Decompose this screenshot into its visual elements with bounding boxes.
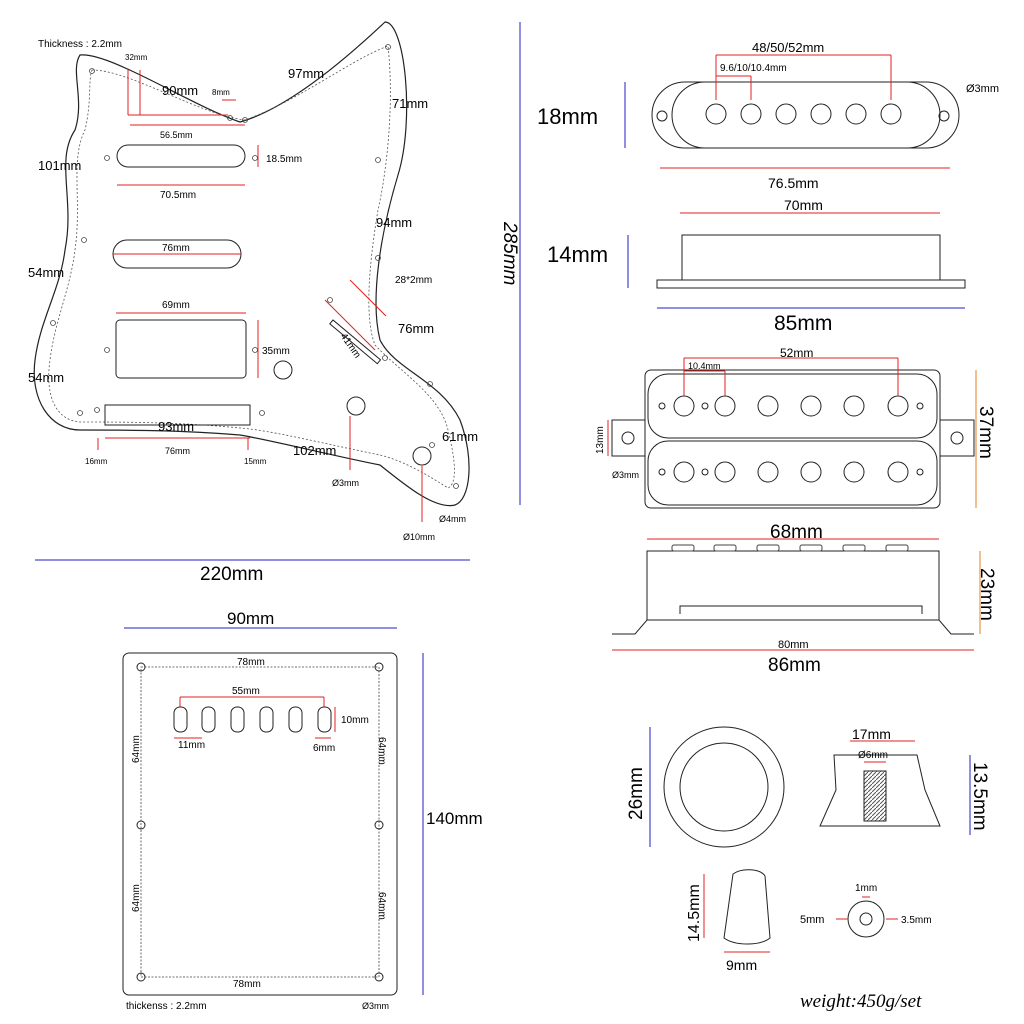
single-coil-cover [671,81,941,149]
pickguard-d90: 90mm [162,83,198,98]
pickguard-dotted-edge [48,45,455,489]
pickguard-d76b: 76mm [398,321,434,336]
humbucker-cutout [115,319,247,379]
back-plate: 90mm 78mm 55mm 10mm 11mm 6mm 64mm 64mm 6… [122,609,483,1012]
pickguard-d8: 8mm [212,88,230,97]
jack-inner [859,912,873,926]
back-plate-slot-h: 10mm [341,715,369,726]
back-plate-thickness: thickenss : 2.2mm [126,1001,207,1012]
pickguard-d15: 15mm [244,457,267,466]
pickguard-d16: 16mm [85,457,108,466]
single-coil-base [651,81,960,149]
pickguard-d76a: 76mm [162,243,190,254]
single-coil-height: 18mm [537,104,598,129]
ring-dia: 26mm [626,767,647,820]
knob-parts: 26mm 17mm Ø6mm 13.5mm 14.5mm 9mm 1mm 5mm… [626,726,990,973]
knob-shaft [863,770,887,822]
humbucker-top: 52mm 10.4mm 13mm Ø3mm 37mm [595,346,996,509]
back-plate-slot-gap: 6mm [313,743,335,754]
neck-pickup-cutout [116,144,246,168]
bridge-cutout [104,404,251,426]
knob-hole-3 [412,446,432,466]
pickguard-d94: 94mm [376,215,412,230]
pickguard-d10: Ø10mm [403,532,435,542]
knob-height: 13.5mm [969,762,990,831]
back-plate-side-r2: 64mm [376,892,387,920]
single-coil-length: 76.5mm [768,175,819,191]
knob-profile [819,754,941,827]
back-plate-hole: Ø3mm [362,1001,389,1011]
switch-tip [723,869,771,945]
back-plate-slots: 55mm [232,686,260,697]
pickguard-d70-5: 70.5mm [160,190,196,201]
single-coil-pole-spacing: 9.6/10/10.4mm [720,63,787,74]
pickguard-height: 285mm [499,221,520,285]
humbucker-tab: 13mm [595,426,606,454]
single-coil-side: 70mm 14mm 85mm [547,197,966,335]
pickguard-d4: Ø4mm [439,514,466,524]
pickguard-d101: 101mm [38,158,81,173]
pickguard-d32: 32mm [125,53,148,62]
jack-5mm: 5mm [800,914,824,926]
humbucker-spacing: 52mm [780,346,813,360]
jack-3-5mm: 3.5mm [901,915,932,926]
back-plate-width: 90mm [227,609,274,628]
humbucker-height: 37mm [975,406,996,459]
pickguard-d28x2: 28*2mm [395,275,432,286]
humbucker-hole: Ø3mm [612,470,639,480]
pickguard-d69: 69mm [162,300,190,311]
pickguard-d54a: 54mm [28,265,64,280]
humbucker-top-len: 68mm [770,522,823,543]
single-coil-spacing: 48/50/52mm [752,40,824,55]
pickguard-thickness: Thickness : 2.2mm [38,39,122,50]
knob-hole-2 [346,396,366,416]
humbucker-side-height: 23mm [976,568,997,621]
pickguard-d61: 61mm [442,429,478,444]
knob-top: 17mm [852,726,891,742]
ring-outer [663,726,785,848]
pickguard-d54b: 54mm [28,370,64,385]
pickguard-d18-5: 18.5mm [266,154,302,165]
humbucker-side: 68mm 23mm 80mm 86mm [612,522,997,676]
pickguard-d102: 102mm [293,443,336,458]
back-plate-inner-top: 78mm [237,657,265,668]
weight-label: weight:450g/set [800,991,922,1012]
pickguard-d35: 35mm [262,346,290,357]
back-plate-side-l1: 64mm [131,735,142,763]
back-plate-side-l2: 64mm [131,884,142,912]
humbucker-inner: 80mm [778,639,809,651]
humbucker-pole: 10.4mm [688,361,721,371]
back-plate-slot-w: 11mm [178,740,205,751]
pickguard-d41: 41mm [338,331,363,360]
humbucker-cover [644,369,941,509]
pickguard-d71: 71mm [392,96,428,111]
tip-width: 9mm [726,957,757,973]
back-plate-outline [122,652,398,996]
single-coil-side-length: 85mm [774,312,832,335]
pickguard-d93: 93mm [158,419,194,434]
pickguard-outline [33,21,470,507]
switch-slot [329,319,382,365]
single-coil-hole: Ø3mm [966,83,999,95]
ring-inner [679,742,769,832]
pickguard-width: 220mm [200,564,263,585]
single-coil-side-top: 70mm [784,197,823,213]
knob-shaft-dia: Ø6mm [858,750,888,761]
pickguard-d76c: 76mm [165,446,190,456]
back-plate-height: 140mm [426,809,483,828]
jack-1mm: 1mm [855,883,877,894]
pickguard-d97: 97mm [288,66,324,81]
tip-height: 14.5mm [686,884,703,942]
back-plate-side-r1: 64mm [376,737,387,765]
knob-hole-1 [273,360,293,380]
pickguard-d3: Ø3mm [332,478,359,488]
single-coil-side-height: 14mm [547,242,608,267]
single-coil-top: 48/50/52mm 9.6/10/10.4mm Ø3mm 18mm 76.5m… [537,40,999,191]
back-plate-inner-bottom: 78mm [233,979,261,990]
humbucker-length: 86mm [768,655,821,676]
pickguard-drawing: Thickness : 2.2mm 32mm 90mm 8mm 97mm 71m… [28,21,521,585]
pickguard-d56-5: 56.5mm [160,130,193,140]
